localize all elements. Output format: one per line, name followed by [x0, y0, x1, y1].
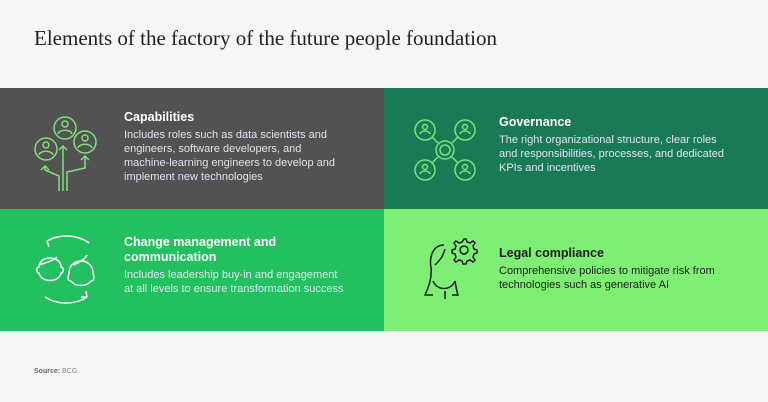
panel-description: Includes leadership buy-in and engagemen…	[124, 269, 344, 295]
panel-governance: Governance The right organizational stru…	[384, 88, 768, 209]
panel-heading: Change management and communication	[124, 235, 277, 264]
network-people-icon	[414, 119, 476, 181]
panel-heading: Legal compliance	[499, 246, 604, 260]
people-growth-icon	[34, 116, 97, 191]
panel-change-management: Change management and communication Incl…	[0, 209, 384, 331]
panel-capabilities: Capabilities Includes roles such as data…	[0, 88, 384, 209]
panel-description: Includes roles such as data scientists a…	[124, 129, 335, 183]
panel-heading: Governance	[499, 115, 572, 129]
panel-legal-compliance: Legal compliance Comprehensive policies …	[384, 209, 768, 331]
panel-description: Comprehensive policies to mitigate risk …	[499, 265, 715, 291]
source-value: BCG.	[62, 368, 80, 375]
elements-grid: Capabilities Includes roles such as data…	[0, 88, 768, 331]
panel-heading: Capabilities	[124, 110, 195, 124]
panel-description: The right organizational structure, clea…	[499, 134, 725, 174]
page-title: Elements of the factory of the future pe…	[34, 26, 498, 50]
source-label: Source:	[34, 368, 61, 375]
person-gear-icon	[423, 238, 478, 299]
source-note: Source: BCG.	[34, 368, 79, 375]
people-exchange-icon	[36, 235, 95, 304]
